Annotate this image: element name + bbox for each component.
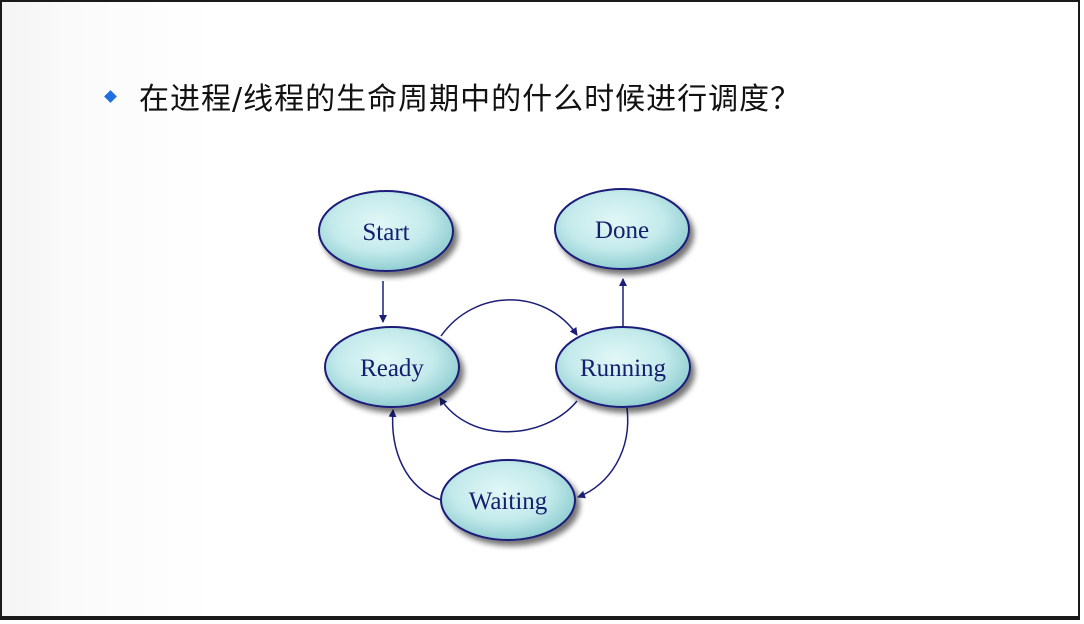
arrow-waiting-to-ready [388,409,442,501]
state-node-done: Done [554,188,690,270]
state-label-start: Start [362,219,409,246]
state-node-start: Start [318,190,454,272]
state-node-waiting: Waiting [440,459,576,541]
transitions [379,278,629,501]
question-text: 在进程/线程的生命周期中的什么时候进行调度？ [139,82,802,117]
state-label-running: Running [580,355,667,382]
question-bullet-row: 在进程/线程的生命周期中的什么时候进行调度？ [104,74,802,118]
state-label-done: Done [595,217,649,244]
state-label-waiting: Waiting [469,488,548,515]
state-node-running: Running [555,326,691,408]
arrow-running-to-ready [439,397,578,433]
state-label-ready: Ready [360,355,424,382]
state-node-ready: Ready [324,326,460,408]
arrow-ready-to-running [440,299,578,337]
arrow-running-to-waiting [577,407,629,499]
